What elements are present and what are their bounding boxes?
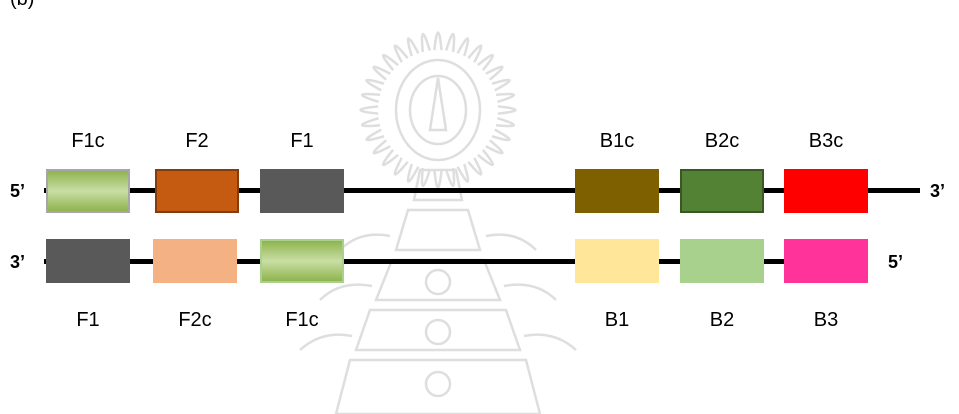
region-box-bottom-F1c — [260, 239, 344, 283]
emblem-ray — [381, 149, 399, 167]
emblem-rays — [359, 31, 517, 189]
emblem-ray — [495, 116, 516, 128]
bottom-strand-left-end: 3’ — [10, 252, 26, 272]
region-box-bottom-F1 — [46, 239, 130, 283]
emblem-ray — [420, 32, 432, 53]
region-box-top-B2c — [680, 169, 764, 213]
bottom-strand-line — [44, 259, 867, 264]
region-label-top-B2c: B2c — [704, 130, 740, 152]
emblem-ray — [485, 65, 504, 81]
bottom-strand-right-end: 5’ — [888, 252, 904, 272]
region-label-bottom-B2: B2 — [709, 309, 735, 331]
emblem-ray — [406, 163, 420, 183]
emblem-ray — [381, 53, 399, 71]
region-box-bottom-B3 — [784, 239, 868, 283]
emblem-ray — [433, 31, 443, 51]
emblem-ray — [497, 105, 517, 115]
emblem-ray — [365, 78, 385, 92]
emblem-ray — [491, 128, 511, 142]
emblem-ray — [360, 116, 381, 128]
emblem-ray — [372, 139, 391, 155]
emblem-ray — [444, 32, 456, 53]
panel-label: (b) — [10, 0, 34, 11]
emblem-ray — [467, 44, 483, 63]
region-label-bottom-F2c: F2c — [178, 309, 212, 331]
region-label-bottom-B1: B1 — [604, 309, 630, 331]
emblem-ray — [393, 157, 409, 176]
emblem-ray — [372, 65, 391, 81]
emblem-ray — [477, 53, 495, 71]
region-box-top-F1c — [46, 169, 130, 213]
region-label-top-B3c: B3c — [808, 130, 844, 152]
emblem-ray — [359, 105, 379, 115]
region-label-bottom-F1: F1 — [76, 309, 100, 331]
emblem-ray — [360, 92, 381, 104]
region-label-top-F1c: F1c — [71, 130, 105, 152]
top-strand-right-end: 3’ — [930, 181, 946, 201]
top-strand-left-end: 5’ — [10, 181, 26, 201]
region-label-top-F2: F2 — [185, 130, 209, 152]
top-strand-line — [44, 188, 920, 193]
region-label-bottom-F1c: F1c — [285, 309, 319, 331]
emblem-ray — [393, 44, 409, 63]
region-box-bottom-B1 — [575, 239, 659, 283]
emblem-ray — [467, 157, 483, 176]
region-box-top-B3c — [784, 169, 868, 213]
emblem-ray — [456, 163, 470, 183]
region-label-bottom-B3: B3 — [813, 309, 839, 331]
emblem-ray — [433, 169, 443, 189]
emblem-ray — [495, 92, 516, 104]
region-label-top-B1c: B1c — [599, 130, 635, 152]
emblem-ray — [365, 128, 385, 142]
emblem-ray — [477, 149, 495, 167]
emblem-ray — [456, 37, 470, 57]
region-box-bottom-B2 — [680, 239, 764, 283]
region-box-top-F2 — [155, 169, 239, 213]
emblem-ray — [485, 139, 504, 155]
emblem-ray — [491, 78, 511, 92]
emblem-ray — [444, 167, 456, 188]
region-box-bottom-F2c — [153, 239, 237, 283]
region-box-top-B1c — [575, 169, 659, 213]
emblem-ray — [420, 167, 432, 188]
region-box-top-F1 — [260, 169, 344, 213]
region-label-top-F1: F1 — [290, 130, 314, 152]
emblem-ray — [406, 37, 420, 57]
